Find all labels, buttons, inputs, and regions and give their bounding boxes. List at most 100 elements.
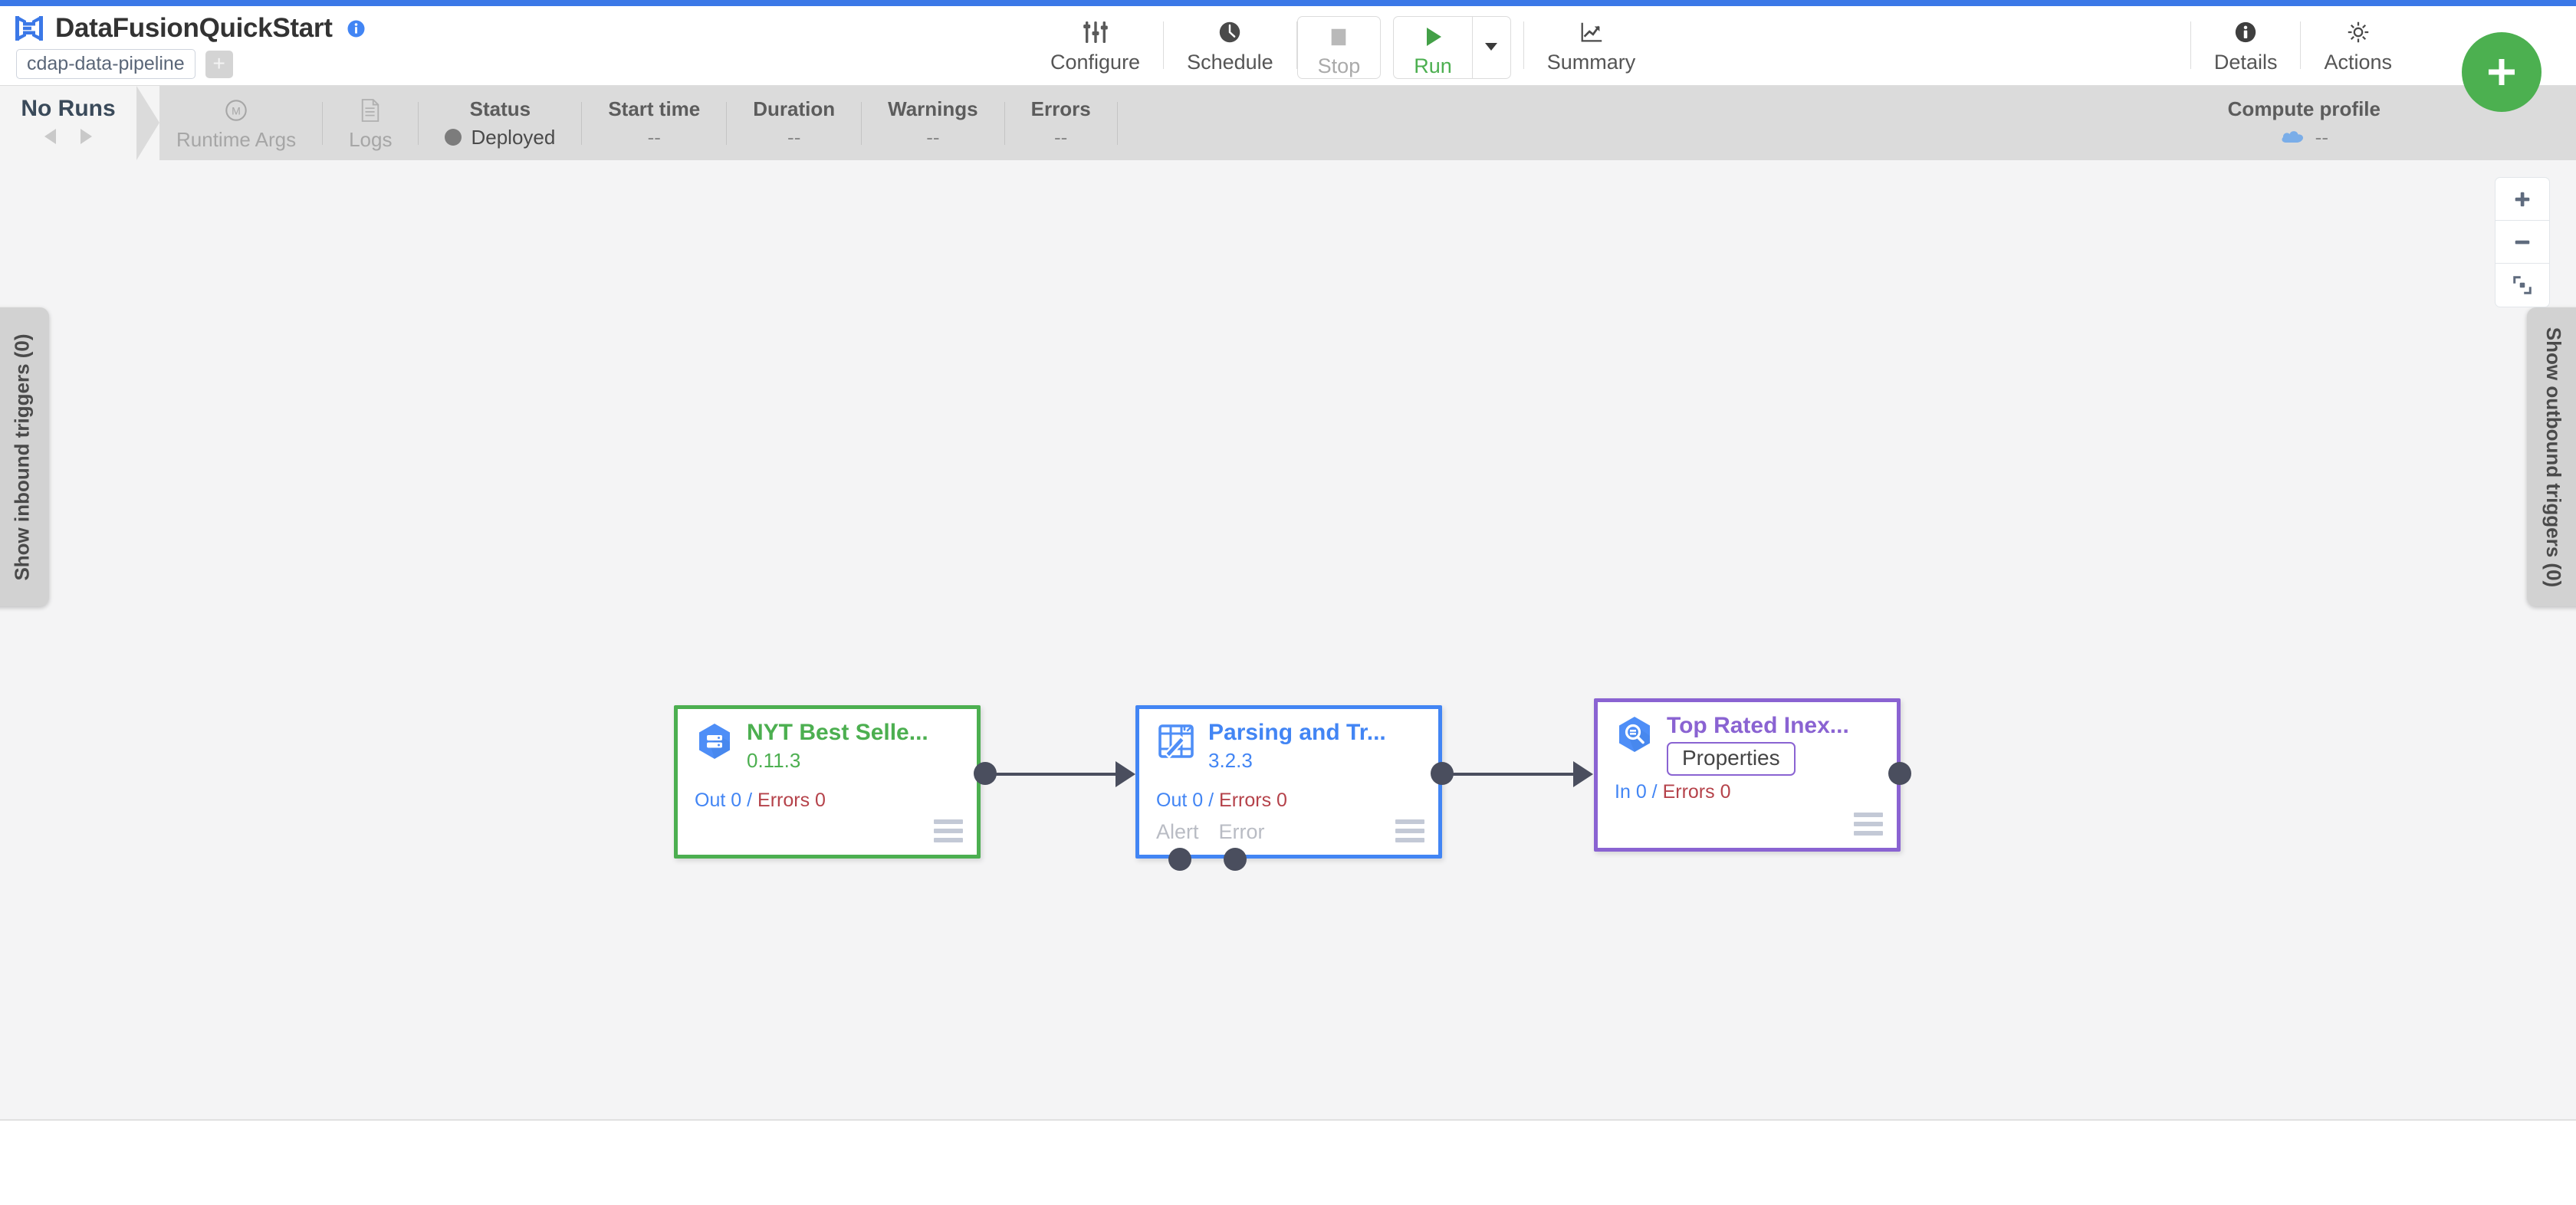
pipeline-node-parsing-and-transform[interactable]: Parsing and Tr... 3.2.3 Out 0 / Errors 0… — [1135, 705, 1442, 859]
add-plugin-fab-button[interactable] — [2462, 32, 2542, 112]
node-alert-port-dot[interactable] — [1168, 848, 1191, 871]
no-runs-title: No Runs — [21, 96, 116, 121]
hamburger-menu-icon[interactable] — [1395, 819, 1424, 842]
hamburger-menu-icon[interactable] — [1854, 813, 1883, 836]
info-circle-icon — [2233, 15, 2258, 49]
duration-metric: Duration -- — [727, 86, 861, 160]
error-port-label[interactable]: Error — [1218, 820, 1265, 843]
schedule-label: Schedule — [1187, 51, 1273, 74]
node-properties-button[interactable]: Properties — [1667, 741, 1796, 776]
wrangler-icon — [1156, 721, 1196, 761]
duration-value: -- — [787, 125, 801, 149]
run-button[interactable]: Run — [1394, 17, 1472, 78]
run-label: Run — [1414, 54, 1452, 77]
node-in-value: 0 — [1635, 781, 1647, 803]
page-title: DataFusionQuickStart — [55, 13, 333, 43]
fit-screen-icon — [2513, 276, 2532, 294]
run-options-caret-button[interactable] — [1471, 17, 1510, 78]
toolbar-right-group: Details Actions — [2190, 12, 2415, 86]
stop-button[interactable]: Stop — [1298, 17, 1381, 78]
compute-profile-value-row: -- — [2280, 126, 2328, 149]
duration-header: Duration — [753, 97, 836, 120]
toolbar-center-group: Configure Schedule Stop — [1027, 12, 1658, 86]
toolbar-divider — [1296, 21, 1297, 69]
node-errors-label: Errors — [757, 790, 810, 811]
statusbar-divider — [322, 101, 324, 145]
outbound-triggers-label: Show outbound triggers (0) — [2542, 327, 2566, 587]
plus-icon — [2515, 192, 2530, 206]
node-out-value: 0 — [1192, 790, 1204, 811]
document-icon — [360, 95, 381, 126]
node-title: Parsing and Tr... — [1208, 720, 1386, 745]
status-metric-value: Deployed — [445, 126, 555, 149]
triangle-left-icon[interactable] — [41, 126, 60, 150]
runtime-args-label: Runtime Args — [176, 127, 297, 151]
runtime-args-button[interactable]: M Runtime Args — [150, 86, 322, 160]
zoom-in-button[interactable] — [2496, 178, 2549, 221]
run-button-box[interactable]: Run — [1393, 16, 1511, 79]
fit-to-screen-button[interactable] — [2496, 264, 2549, 307]
node-version: 3.2.3 — [1208, 748, 1253, 772]
schedule-button[interactable]: Schedule — [1164, 12, 1296, 74]
info-icon[interactable] — [347, 19, 366, 38]
errors-value: -- — [1053, 125, 1068, 149]
pipeline-canvas[interactable]: Show inbound triggers (0) Show outbound … — [0, 160, 2576, 1121]
summary-button[interactable]: Summary — [1524, 12, 1659, 74]
errors-header: Errors — [1030, 97, 1091, 120]
run-status-bar: No Runs M Runtime Args — [0, 86, 2576, 160]
zoom-out-button[interactable] — [2496, 221, 2549, 264]
show-outbound-triggers-tab[interactable]: Show outbound triggers (0) — [2527, 307, 2576, 606]
connector-line-1 — [985, 773, 1119, 776]
compute-profile-header: Compute profile — [2227, 97, 2380, 120]
node-out-label: Out — [1156, 790, 1188, 811]
node-metrics: Out 0 / Errors 0 — [695, 790, 826, 812]
actions-button[interactable]: Actions — [2301, 12, 2415, 74]
statusbar-divider — [861, 101, 863, 145]
node-errors-label: Errors — [1662, 781, 1715, 803]
svg-text:M: M — [232, 104, 241, 117]
node-output-port-parsing[interactable] — [1431, 762, 1454, 785]
actions-label: Actions — [2324, 51, 2392, 74]
run-info-group: M Runtime Args Logs Status — [150, 86, 1118, 160]
node-metric-separator: / — [747, 790, 753, 811]
line-chart-icon — [1579, 15, 1605, 49]
node-output-port-top-rated[interactable] — [1888, 762, 1911, 785]
stop-button-box[interactable]: Stop — [1296, 16, 1382, 79]
node-output-port-nyt[interactable] — [974, 762, 997, 785]
triangle-right-icon[interactable] — [77, 126, 95, 150]
minus-icon — [2515, 240, 2530, 244]
details-button[interactable]: Details — [2191, 12, 2301, 74]
app-header: DataFusionQuickStart cdap-data-pipeline … — [0, 6, 2576, 86]
node-version: 0.11.3 — [747, 748, 801, 772]
no-runs-panel: No Runs — [0, 86, 136, 160]
status-value-text: Deployed — [471, 125, 556, 149]
show-inbound-triggers-tab[interactable]: Show inbound triggers (0) — [0, 307, 49, 606]
node-errors-value: 0 — [1720, 781, 1731, 803]
logs-button[interactable]: Logs — [323, 86, 418, 160]
clock-icon — [1217, 15, 1243, 49]
errors-metric: Errors -- — [1005, 86, 1117, 160]
node-metric-separator: / — [1208, 790, 1214, 811]
bigquery-hexagon-icon — [695, 721, 734, 761]
add-tag-button[interactable]: + — [205, 50, 233, 78]
alert-port-label[interactable]: Alert — [1156, 820, 1199, 843]
chevron-down-icon — [1483, 38, 1500, 58]
warnings-header: Warnings — [888, 97, 978, 120]
toolbar-divider — [2190, 21, 2191, 69]
gear-icon — [2345, 15, 2371, 49]
node-metrics: In 0 / Errors 0 — [1615, 781, 1731, 803]
compute-profile-section[interactable]: Compute profile -- — [2228, 86, 2380, 160]
statusbar-divider — [726, 101, 728, 145]
status-metric: Status Deployed — [419, 86, 581, 160]
status-badge-dot — [445, 129, 462, 146]
pipeline-node-nyt-best-sellers[interactable]: NYT Best Selle... 0.11.3 Out 0 / Errors … — [674, 705, 981, 859]
toolbar-divider — [2300, 21, 2302, 69]
configure-button[interactable]: Configure — [1027, 12, 1163, 74]
start-time-metric: Start time -- — [582, 86, 726, 160]
hamburger-menu-icon[interactable] — [934, 819, 963, 842]
node-error-port-dot[interactable] — [1224, 848, 1247, 871]
summary-label: Summary — [1546, 51, 1636, 74]
cdap-logo-icon — [14, 13, 44, 44]
pipeline-type-tag[interactable]: cdap-data-pipeline — [16, 49, 196, 79]
pipeline-node-top-rated-inexpensive[interactable]: Top Rated Inex... Properties In 0 / Erro… — [1594, 698, 1901, 852]
